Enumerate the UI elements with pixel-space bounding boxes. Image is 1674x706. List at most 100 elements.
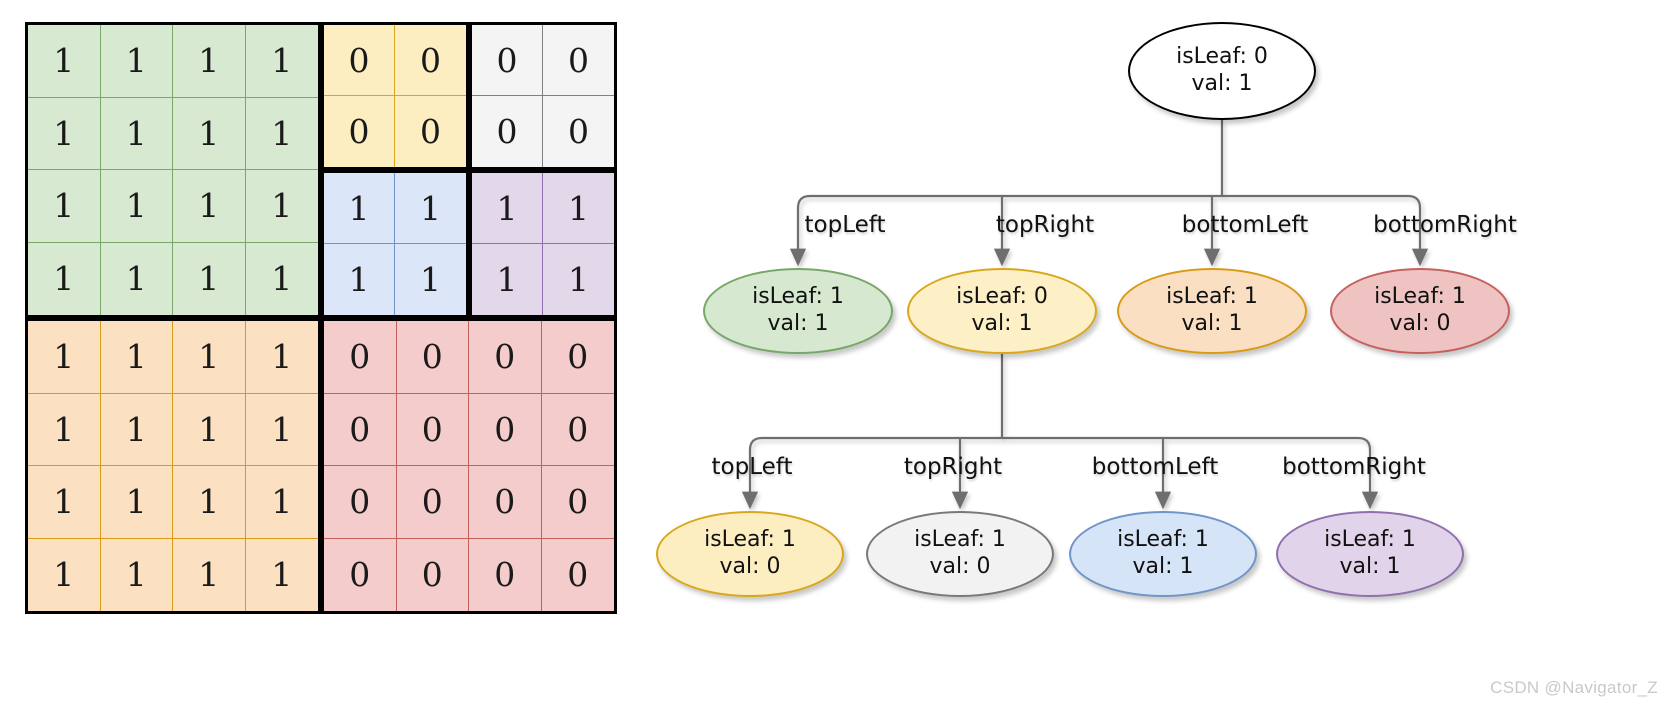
edge-label-topleft: topLeft xyxy=(804,212,886,238)
node-val-text: val: 0 xyxy=(1389,311,1451,336)
grid-cell: 1 xyxy=(472,244,543,315)
grid-cell: 1 xyxy=(568,260,589,299)
grid-cell: 0 xyxy=(420,112,441,151)
grid-cell: 1 xyxy=(28,170,101,243)
grid-cell: 1 xyxy=(245,98,318,170)
node-isleaf-text: isLeaf: 1 xyxy=(1324,527,1416,553)
grid-cell: 1 xyxy=(395,173,466,244)
grid-cell: 1 xyxy=(100,466,173,539)
edge-label-bottomleft: bottomLeft xyxy=(1181,212,1309,238)
grid-cell: 1 xyxy=(245,25,318,98)
grid-cell: 1 xyxy=(245,170,318,243)
grid-cell: 1 xyxy=(173,393,246,466)
grid-cell: 1 xyxy=(173,466,246,539)
tree-connectors xyxy=(741,120,1429,510)
node-val-text: val: 0 xyxy=(719,554,781,579)
grid-cell: 0 xyxy=(395,25,466,96)
edge-label-topright: topRight xyxy=(995,212,1095,238)
grid-cell: 1 xyxy=(173,321,246,394)
grid-cell: 0 xyxy=(324,321,397,394)
grid-cell: 0 xyxy=(541,466,614,539)
watermark: CSDN @Navigator_Z xyxy=(1490,678,1658,697)
grid-cell: 1 xyxy=(28,321,101,394)
grid-cell: 0 xyxy=(567,555,589,595)
grid-cell: 0 xyxy=(472,96,543,167)
edge-label-bottomleft: bottomLeft xyxy=(1091,454,1219,480)
grid-cell: 0 xyxy=(324,393,397,466)
grid-cell: 1 xyxy=(173,97,246,170)
grid-cell: 0 xyxy=(324,466,397,539)
grid-cell: 1 xyxy=(271,555,293,595)
grid-cell: 1 xyxy=(100,170,173,243)
grid-cell: 1 xyxy=(543,173,614,244)
grid-cell: 1 xyxy=(173,25,246,98)
grid-cell: 0 xyxy=(469,466,542,539)
grid-cell: 0 xyxy=(396,466,469,539)
node-isleaf-text: isLeaf: 1 xyxy=(1166,284,1258,310)
grid-cell: 1 xyxy=(324,244,395,315)
grid-cell: 1 xyxy=(472,173,543,244)
grid-cell: 1 xyxy=(28,242,101,315)
grid-cell: 1 xyxy=(100,393,173,466)
grid-cell: 0 xyxy=(469,393,542,466)
edge-label-topleft: topLeft xyxy=(711,454,793,480)
grid-cell: 1 xyxy=(324,173,395,244)
node-val-text: val: 1 xyxy=(1181,311,1243,336)
grid-cell: 0 xyxy=(324,25,395,96)
grid-cell: 0 xyxy=(472,25,543,96)
edge-label-topright: topRight xyxy=(903,454,1003,480)
node-val-text: val: 1 xyxy=(1132,554,1194,579)
node-isleaf-text: isLeaf: 1 xyxy=(1117,527,1209,553)
grid-cell: 1 xyxy=(100,25,173,98)
grid-cell: 0 xyxy=(397,538,469,611)
edge-label-bottomright: bottomRight xyxy=(1282,454,1426,480)
grid-cell: 1 xyxy=(101,242,173,315)
node-val-text: val: 0 xyxy=(929,554,991,579)
grid-cell: 1 xyxy=(271,259,293,299)
grid-cell: 1 xyxy=(28,97,101,170)
grid-cell: 0 xyxy=(324,538,397,611)
grid-cell: 1 xyxy=(28,466,101,539)
node-isleaf-text: isLeaf: 1 xyxy=(704,527,796,553)
grid-cell: 1 xyxy=(28,538,101,611)
grid-cell: 0 xyxy=(568,112,589,151)
grid-cell: 1 xyxy=(420,260,441,299)
grid-cell: 1 xyxy=(245,321,318,394)
grid-cell: 0 xyxy=(541,394,614,466)
grid-cell: 1 xyxy=(173,242,246,315)
grid-cell: 0 xyxy=(469,321,542,394)
edge-label-bottomright: bottomRight xyxy=(1373,212,1517,238)
grid-cell: 1 xyxy=(100,97,173,170)
node-isleaf-text: isLeaf: 1 xyxy=(914,527,1006,553)
grid-cell: 1 xyxy=(28,25,101,98)
grid-cell: 1 xyxy=(173,538,246,611)
node-isleaf-text: isLeaf: 0 xyxy=(1176,44,1268,70)
node-isleaf-text: isLeaf: 0 xyxy=(956,284,1048,310)
grid-cell: 1 xyxy=(101,538,173,611)
grid-cell: 0 xyxy=(541,321,614,394)
grid-cell: 0 xyxy=(543,25,614,96)
node-val-text: val: 1 xyxy=(767,311,829,336)
grid-cell: 1 xyxy=(245,466,318,539)
grid-cell: 0 xyxy=(324,96,395,167)
grid-cell: 1 xyxy=(173,170,246,243)
node-val-text: val: 1 xyxy=(1191,71,1253,96)
